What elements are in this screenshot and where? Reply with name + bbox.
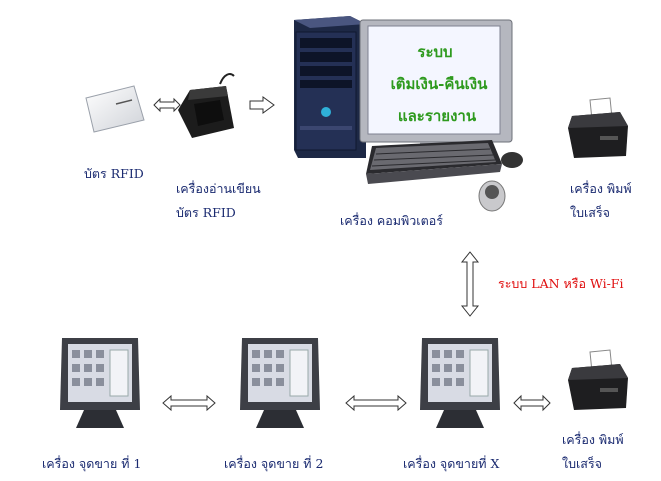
rfid-reader-label-2: บัตร RFID xyxy=(176,205,236,220)
trackball-icon xyxy=(478,180,506,212)
double-arrow-icon xyxy=(345,394,407,412)
receipt-printer-icon xyxy=(568,349,628,410)
pos-terminal-1-icon xyxy=(60,338,140,428)
pos-terminal-x-icon xyxy=(420,338,500,428)
printer-label-2: ใบเสร็จ xyxy=(570,205,610,220)
mouse-icon xyxy=(501,152,523,168)
pos-terminal-2-icon xyxy=(240,338,320,428)
printer-label-1: เครื่อง พิมพ์ xyxy=(570,181,632,196)
screen-text-3: และรายงาน xyxy=(397,107,477,125)
rfid-reader-icon xyxy=(178,73,235,138)
screen-text-1: ระบบ xyxy=(417,43,453,61)
pos-1-label: เครื่อง จุดขาย ที่ 1 xyxy=(42,456,142,471)
right-arrow-icon xyxy=(249,96,275,114)
rfid-card-icon xyxy=(85,85,145,133)
vertical-double-arrow-icon xyxy=(460,251,480,317)
bottom-printer-label-1: เครื่อง พิมพ์ xyxy=(562,432,624,447)
double-arrow-icon xyxy=(153,97,181,113)
receipt-printer-icon xyxy=(568,97,628,158)
keyboard-icon xyxy=(366,140,502,184)
screen-text-2: เติมเงิน-คืนเงิน xyxy=(390,75,488,93)
pos-x-label: เครื่อง จุดขายที่ X xyxy=(403,456,500,471)
network-label: ระบบ LAN หรือ Wi-Fi xyxy=(498,276,624,291)
rfid-reader-label-1: เครื่องอ่านเขียน xyxy=(176,181,261,196)
pos-2-label: เครื่อง จุดขาย ที่ 2 xyxy=(224,456,324,471)
bottom-printer-label-2: ใบเสร็จ xyxy=(562,456,602,471)
monitor-icon xyxy=(359,19,513,164)
computer-label: เครื่อง คอมพิวเตอร์ xyxy=(340,213,443,228)
double-arrow-icon xyxy=(513,394,551,412)
computer-tower-icon xyxy=(294,16,366,158)
rfid-card-label: บัตร RFID xyxy=(84,166,144,181)
double-arrow-icon xyxy=(162,394,216,412)
